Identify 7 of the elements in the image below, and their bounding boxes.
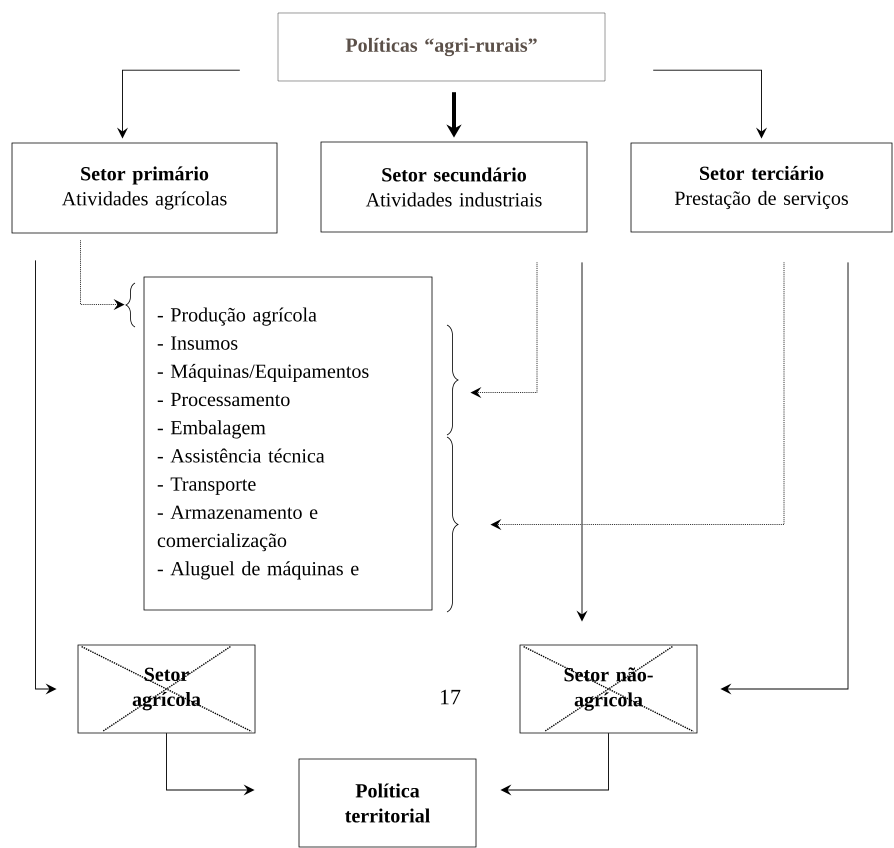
sector-box: Setor terciário Prestação de serviços	[630, 142, 892, 232]
sector-box: Setor secundário Atividades industriais	[320, 142, 588, 232]
sector-box: Setor primário Atividades agrícolas	[12, 142, 278, 234]
activity-list-box: - Produção agrícola - Insumos - Máquinas/Equipamentos - Processamento - Embalagem - Assistência técnica - Transporte - Armazenamento e comercialização - Aluguel de máquinas e	[144, 276, 432, 610]
title-box: Políticas “agri-rurais”	[278, 12, 606, 82]
page-number: 17	[440, 690, 460, 704]
policy-box: Política territorial	[298, 758, 476, 848]
